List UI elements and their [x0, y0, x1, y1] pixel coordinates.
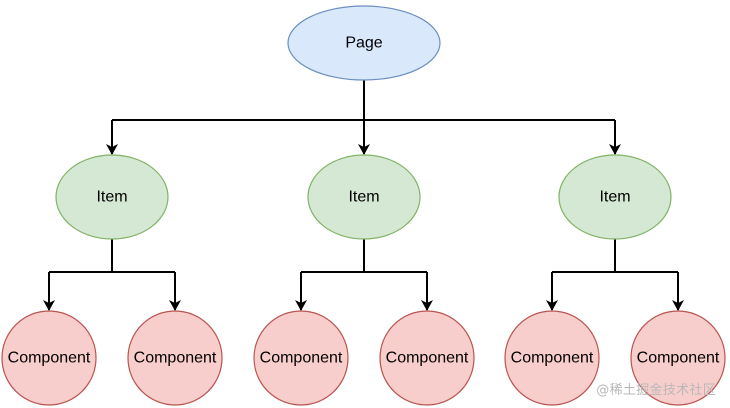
watermark-text: @稀土掘金技术社区 [596, 383, 716, 398]
component-node-label: Component [637, 350, 720, 367]
connector-edges [43, 80, 684, 311]
component-node-shape [504, 310, 600, 406]
component-node-3-1: Component [504, 310, 600, 406]
page-node-shape [287, 5, 441, 81]
component-node-shape [127, 310, 223, 406]
page-node: Page [287, 5, 441, 81]
item-node-shape [558, 154, 672, 240]
item-node-label: Item [348, 189, 379, 206]
component-node-shape [1, 310, 97, 406]
item-node-shape [307, 154, 421, 240]
component-node-1-2: Component [127, 310, 223, 406]
component-node-shape [253, 310, 349, 406]
component-node-label: Component [260, 350, 343, 367]
page-node-label: Page [345, 35, 382, 52]
item-node-2: Item [307, 154, 421, 240]
component-node-2-2: Component [379, 310, 475, 406]
component-node-shape [379, 310, 475, 406]
item-node-3: Item [558, 154, 672, 240]
component-node-label: Component [511, 350, 594, 367]
component-node-3-2: Component [630, 310, 726, 406]
item-node-shape [55, 154, 169, 240]
component-node-1-1: Component [1, 310, 97, 406]
component-node-label: Component [134, 350, 217, 367]
component-node-label: Component [386, 350, 469, 367]
item-node-label: Item [599, 189, 630, 206]
component-node-shape [630, 310, 726, 406]
item-node-1: Item [55, 154, 169, 240]
item-node-label: Item [96, 189, 127, 206]
component-node-2-1: Component [253, 310, 349, 406]
component-node-label: Component [8, 350, 91, 367]
